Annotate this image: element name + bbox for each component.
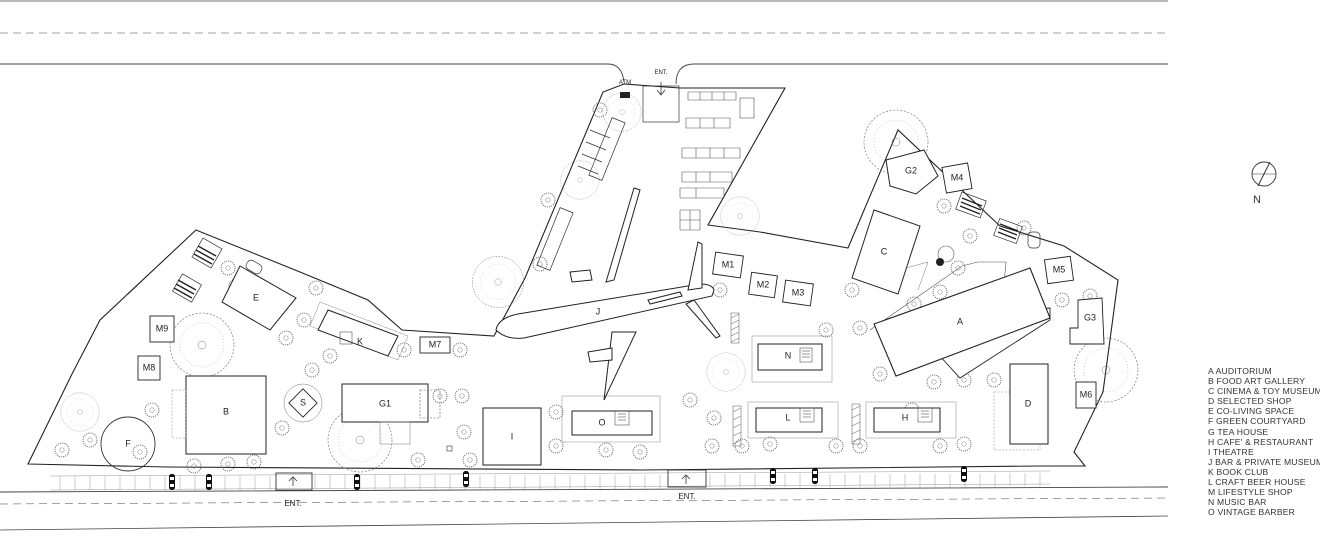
entrance-top: ENT. ATM — [619, 70, 680, 123]
label-I: I — [511, 431, 514, 441]
north-arrow-icon — [1251, 161, 1277, 187]
legend-item: C CINEMA & TOY MUSEUM — [1208, 386, 1320, 397]
sidewalk — [49, 470, 1051, 491]
label-G3: G3 — [1084, 312, 1096, 322]
building-G3: G3 — [1069, 297, 1105, 345]
legend-item: K BOOK CLUB — [1208, 466, 1269, 477]
label-S: S — [300, 397, 306, 407]
legend-item: F GREEN COURTYARD — [1208, 416, 1306, 427]
building-M9: M9 — [149, 315, 175, 343]
building-K: K — [309, 301, 409, 361]
legend-item: L CRAFT BEER HOUSE — [1208, 477, 1306, 488]
building-M6: M6 — [1075, 381, 1097, 409]
building-J-airplane: J — [495, 187, 721, 401]
label-M8: M8 — [143, 362, 156, 372]
washroom-right — [955, 191, 1041, 249]
label-M5: M5 — [1053, 264, 1066, 274]
entrance-bottom-center-label: ENT. — [678, 492, 695, 501]
building-M1: M1 — [712, 251, 744, 279]
north-label: N — [1253, 194, 1261, 206]
label-D: D — [1025, 398, 1032, 408]
label-K: K — [357, 336, 363, 346]
building-D: D — [993, 363, 1049, 451]
building-N: N — [751, 335, 833, 383]
legend-item: D SELECTED SHOP — [1208, 396, 1292, 407]
legend-item: J BAR & PRIVATE MUSEUM — [1208, 456, 1320, 467]
building-C: C — [851, 209, 955, 295]
legend: A AUDITORIUM B FOOD ART GALLERY C CINEMA… — [1208, 366, 1320, 517]
building-A: A — [869, 261, 1051, 379]
entrance-bottom-center: ENT. — [667, 469, 707, 501]
building-M7: M7 — [419, 336, 451, 354]
planter-strips — [730, 312, 861, 447]
building-E: E — [221, 265, 297, 331]
building-M4: M4 — [941, 162, 973, 194]
legend-item: M LIFESTYLE SHOP — [1208, 487, 1293, 498]
legend-item: G TEA HOUSE — [1208, 426, 1269, 437]
building-B: B — [171, 375, 267, 455]
label-M7: M7 — [429, 339, 442, 349]
building-O: O — [561, 395, 661, 443]
entrance-bottom-left-label: ENT. — [284, 499, 301, 508]
label-H: H — [902, 412, 909, 422]
entrance-top-label: ENT. — [654, 70, 667, 76]
label-M2: M2 — [757, 279, 770, 289]
building-G1: G1 — [341, 383, 441, 445]
label-M1: M1 — [722, 259, 735, 269]
label-N: N — [785, 350, 792, 360]
building-M8: M8 — [137, 355, 161, 381]
label-B: B — [223, 406, 229, 416]
legend-item: O VINTAGE BARBER — [1208, 507, 1296, 518]
building-M3: M3 — [782, 279, 814, 307]
building-F: F — [100, 416, 156, 472]
building-I: I — [446, 407, 542, 466]
site-boundary — [27, 83, 1119, 471]
legend-item: H CAFE' & RESTAURANT — [1208, 436, 1314, 447]
legend-item: A AUDITORIUM — [1208, 366, 1272, 376]
atm-label: ATM — [619, 80, 631, 86]
legend-item: N MUSIC BAR — [1208, 497, 1267, 508]
parking-top — [679, 91, 755, 231]
label-E: E — [253, 292, 259, 302]
building-M5: M5 — [1043, 255, 1075, 285]
label-M9: M9 — [156, 323, 169, 333]
washroom-left — [171, 237, 263, 303]
legend-item: I THEATRE — [1208, 446, 1254, 457]
building-H: H — [865, 401, 957, 439]
building-J-annex — [536, 117, 626, 271]
label-O: O — [598, 417, 605, 427]
legend-item: B FOOD ART GALLERY — [1208, 376, 1306, 387]
building-S: S — [283, 383, 323, 423]
label-L: L — [785, 412, 790, 422]
building-L: L — [747, 401, 839, 439]
label-A: A — [957, 316, 963, 326]
label-M6: M6 — [1080, 389, 1093, 399]
label-F: F — [125, 438, 131, 448]
label-G1: G1 — [379, 398, 391, 408]
label-G2: G2 — [905, 165, 917, 175]
label-M4: M4 — [951, 172, 964, 182]
label-J: J — [596, 306, 601, 316]
building-G2: G2 — [885, 149, 939, 195]
legend-item: E CO-LIVING SPACE — [1208, 406, 1295, 417]
entrance-bottom-left: ENT. — [275, 472, 313, 508]
building-M2: M2 — [748, 271, 778, 299]
label-M3: M3 — [792, 287, 805, 297]
label-C: C — [881, 246, 888, 256]
roads — [0, 0, 1169, 531]
